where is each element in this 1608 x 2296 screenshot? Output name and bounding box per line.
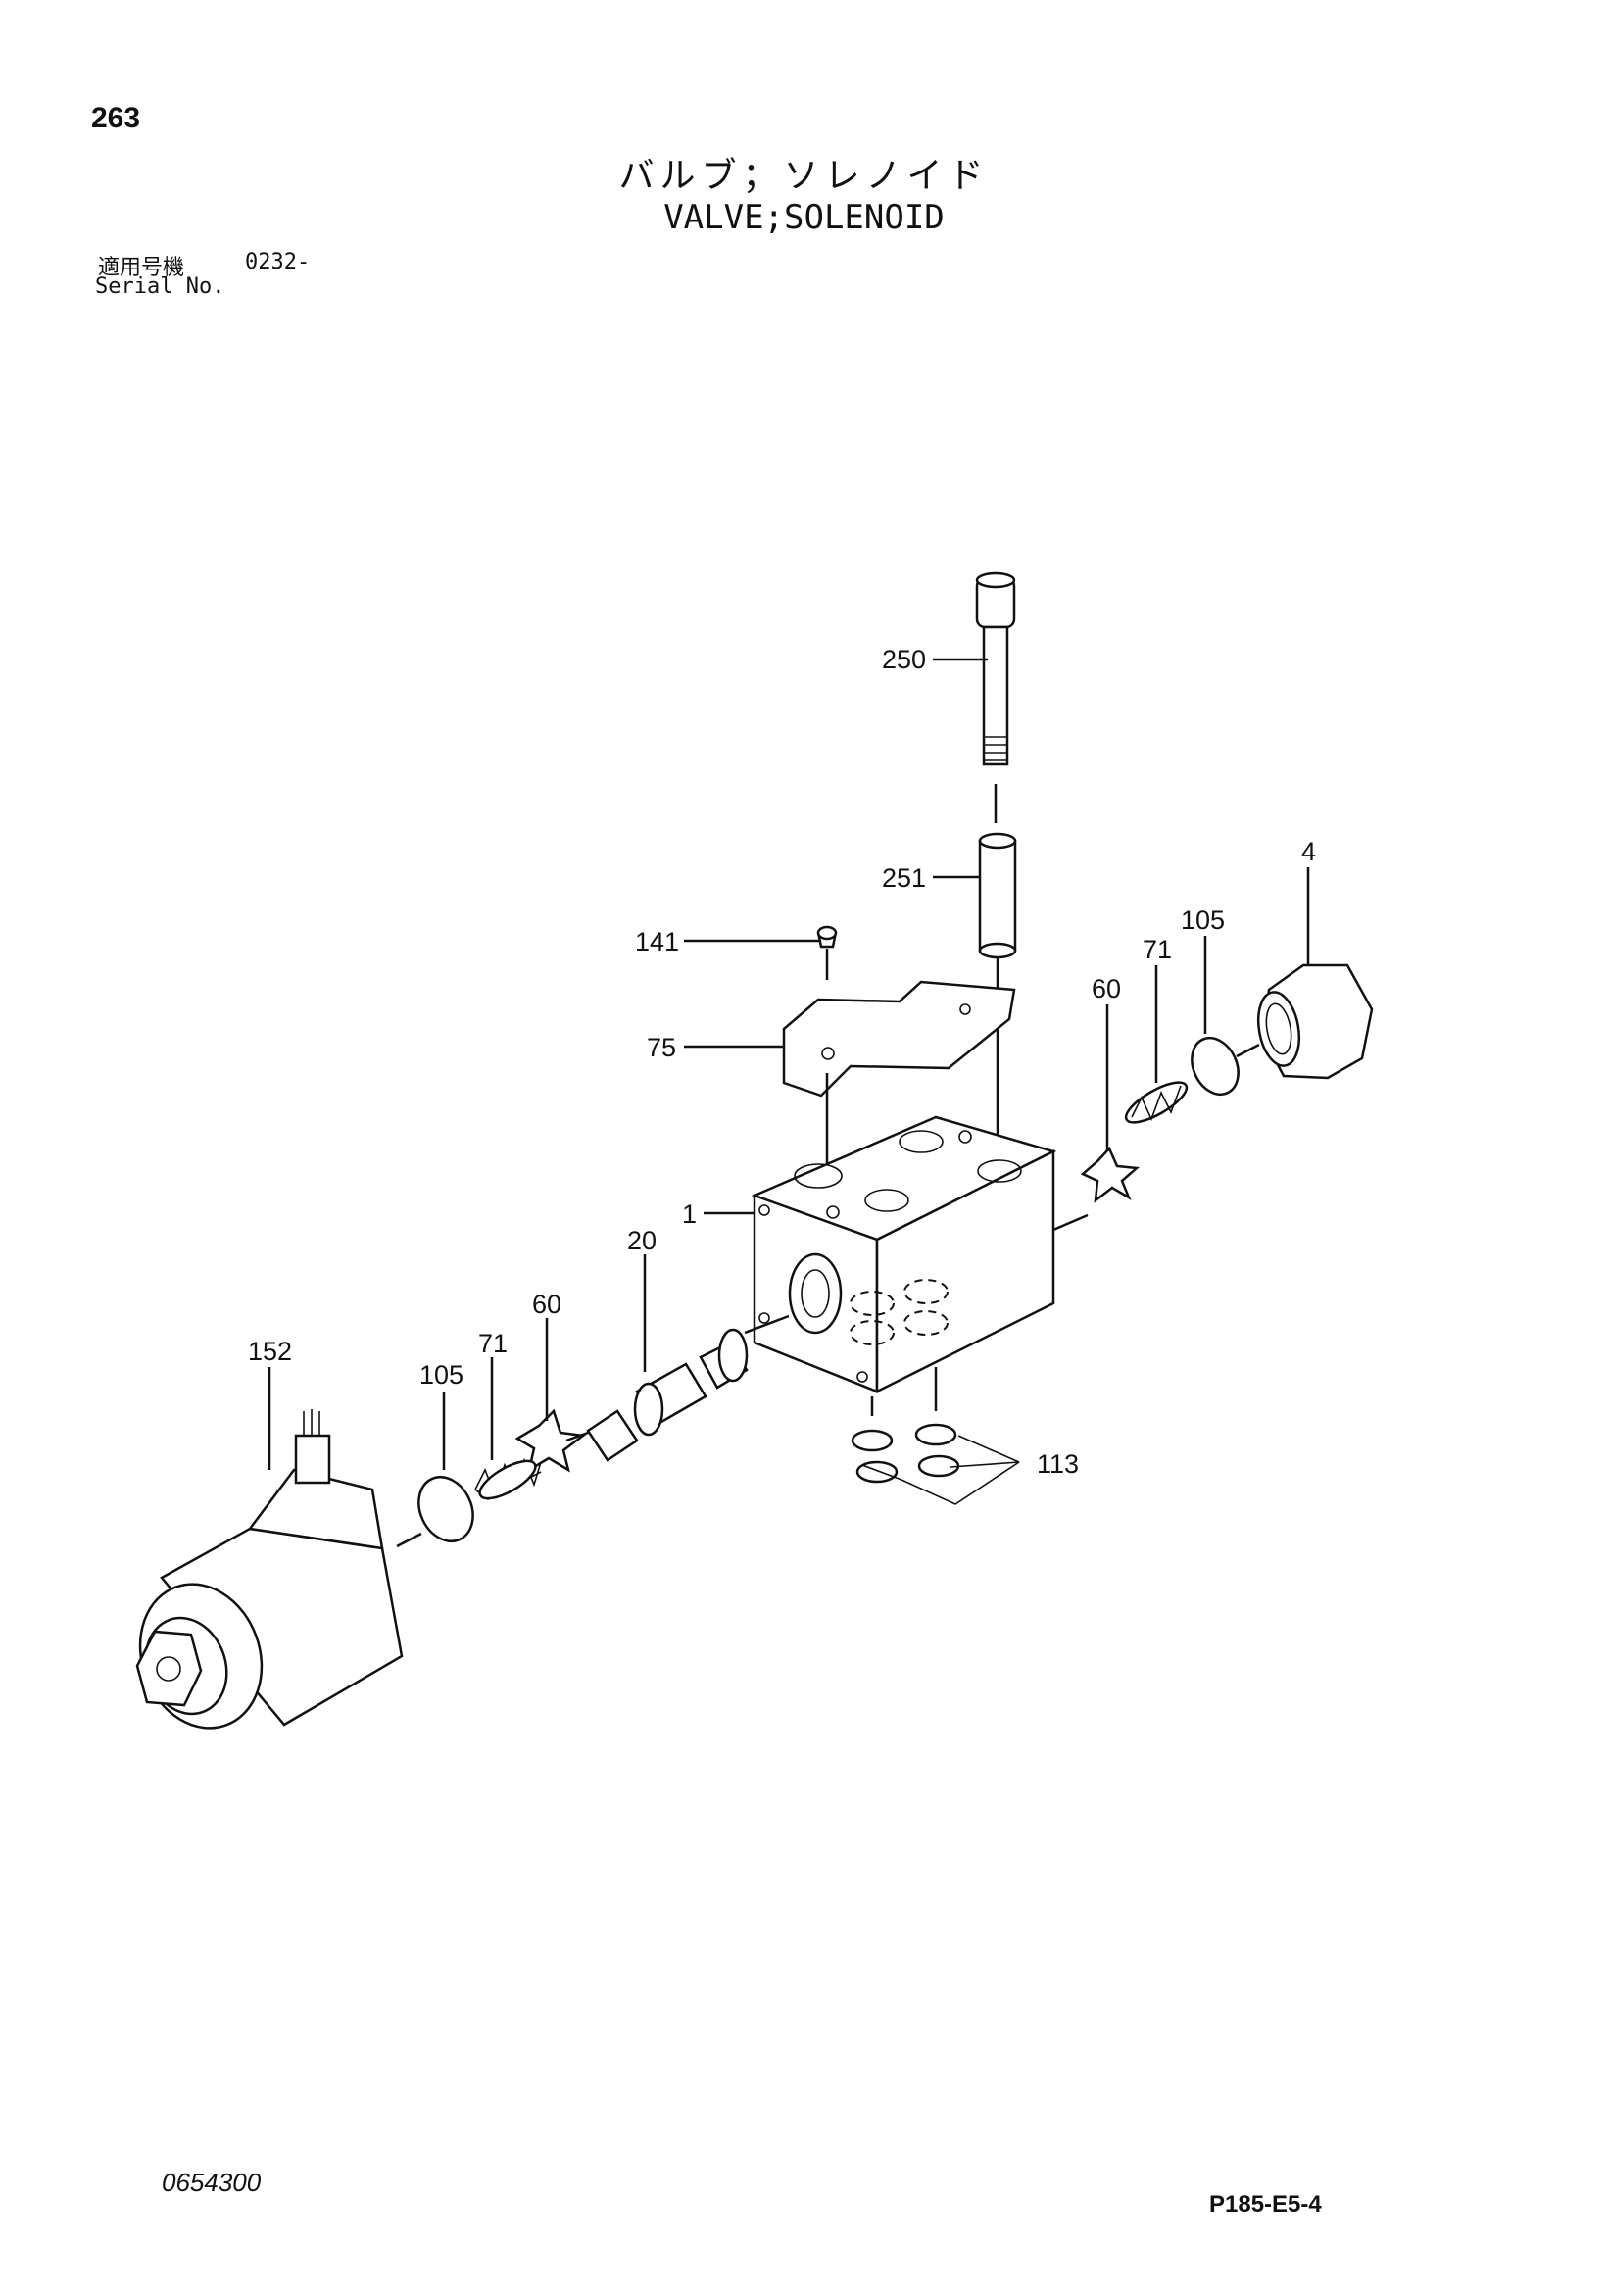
callout-250: 250: [882, 645, 926, 674]
callout-105-left: 105: [419, 1360, 463, 1390]
callout-251: 251: [882, 863, 926, 893]
valve-body-1: [751, 1115, 1089, 1394]
serial-label-english: Serial No.: [95, 274, 225, 299]
callout-113: 113: [1037, 1449, 1079, 1479]
callout-60-right: 60: [1092, 974, 1121, 1003]
page-code: P185-E5-4: [1209, 2191, 1322, 2218]
plug-4: [1256, 963, 1374, 1080]
callout-4: 4: [1301, 837, 1316, 866]
serial-value: 0232-: [245, 250, 311, 274]
callout-141: 141: [635, 927, 679, 956]
page-number: 263: [91, 102, 141, 134]
leader-lines: [268, 658, 1310, 1470]
spool-20: [586, 1314, 790, 1462]
solenoid-152: [135, 1409, 404, 1730]
document-number: 0654300: [162, 2168, 262, 2197]
spring-71-left: [474, 1457, 542, 1500]
callout-60-left: 60: [532, 1290, 561, 1319]
callout-152: 152: [248, 1337, 292, 1366]
callout-1: 1: [682, 1199, 697, 1229]
callout-105-right: 105: [1181, 905, 1225, 935]
plug-141: [816, 925, 838, 980]
o-ring-105-right: [1191, 1037, 1260, 1096]
title-english: VALVE;SOLENOID: [663, 198, 945, 237]
serial-label-japanese: 適用号機: [98, 256, 185, 280]
callout-71-right: 71: [1143, 935, 1172, 964]
o-ring-105-left: [396, 1476, 474, 1548]
stopper-60-right: [1080, 1146, 1141, 1203]
bolt-250: [975, 571, 1016, 823]
spring-71-right: [1124, 1081, 1189, 1124]
title-japanese: バルブ；ソレノイド: [618, 156, 990, 196]
seals-113: [851, 1367, 1020, 1505]
callout-20: 20: [627, 1226, 657, 1255]
stopper-60-left: [514, 1408, 589, 1473]
plate-75: [782, 980, 1016, 1196]
callout-71-left: 71: [478, 1329, 508, 1358]
callout-labels: 250 251 141 75 1 20 60 71 105 152 60 71 …: [248, 645, 1316, 1479]
pin-251: [978, 832, 1017, 1137]
callout-75: 75: [647, 1033, 676, 1062]
